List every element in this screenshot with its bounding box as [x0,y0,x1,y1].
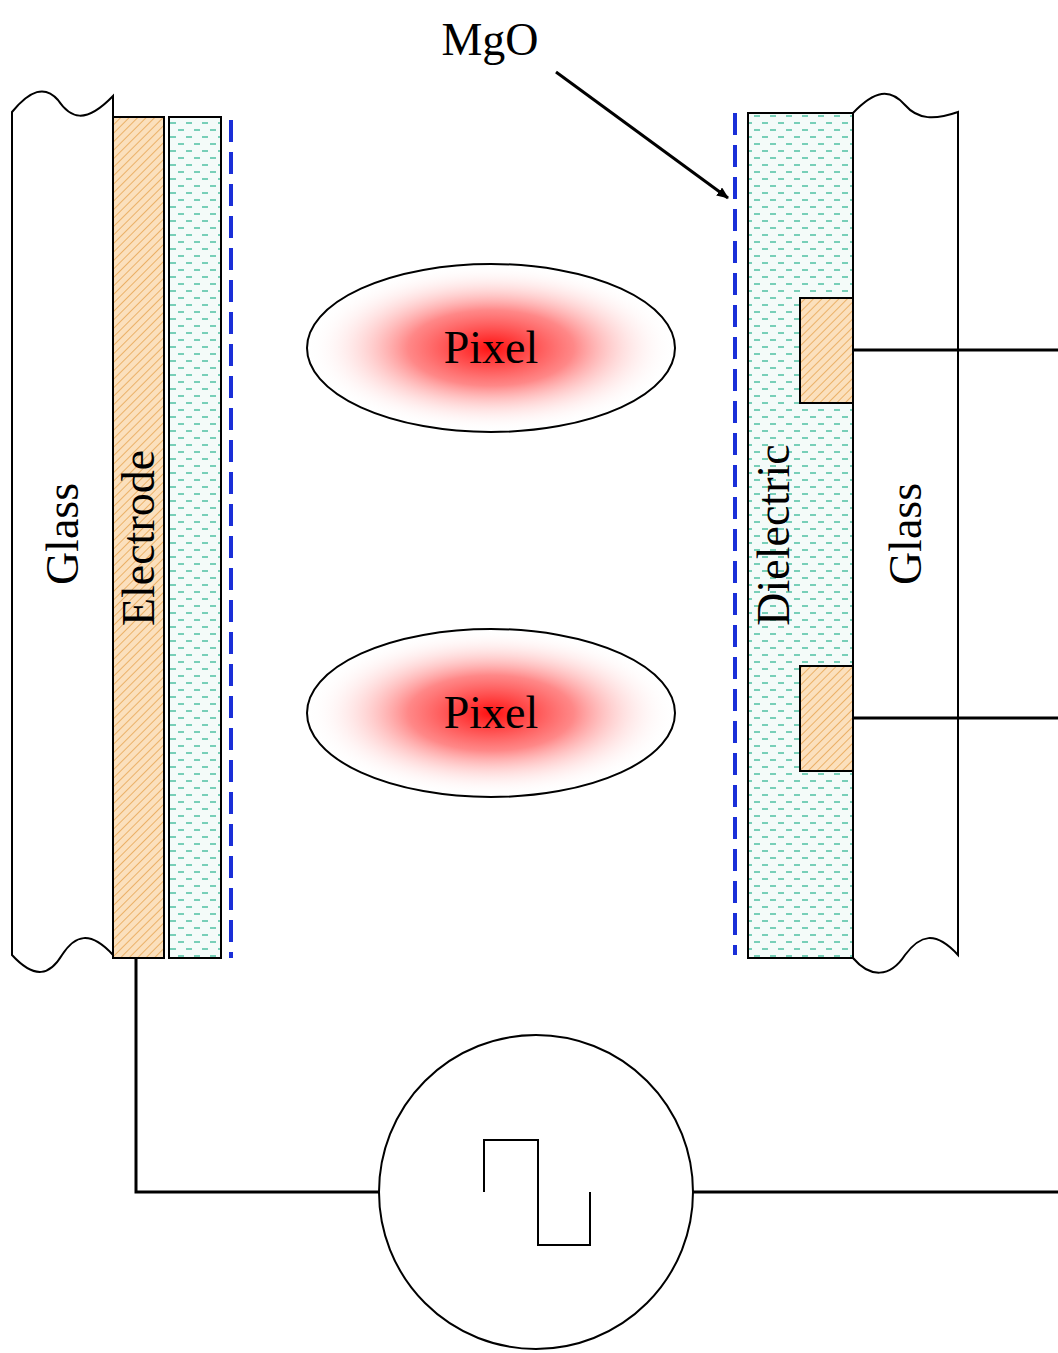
square-wave-symbol [484,1140,590,1245]
electrode-layer [113,117,164,958]
node-label: Glass [40,482,86,584]
dielectric-layer [169,117,221,958]
glass-plate [12,91,113,972]
dielectric-layer: Dielectric [748,403,800,666]
wire [693,1191,1058,1194]
square-wave-source [379,1035,693,1349]
mgo-layer [733,113,737,955]
node-label: Pixel [444,690,539,736]
electrode-layer: Electrode [113,117,164,958]
glass-plate [853,94,958,973]
wire [136,958,379,1192]
electrode-pad [800,298,853,403]
node-label: Glass [883,483,929,585]
wire [853,349,1058,352]
layer-label: MgO [441,17,538,63]
pixel-ellipse: Pixel [306,263,676,433]
glass-plate: Glass [853,113,958,955]
mgo-layer [229,120,233,958]
node-label: Pixel [444,325,539,371]
pixel-ellipse: Pixel [306,628,676,798]
dielectric-layer [748,113,853,958]
leader-arrow [556,72,728,198]
electrode-pad [800,666,853,771]
glass-plate: Glass [12,112,113,955]
node-label: Electrode [116,449,162,625]
node-label: Dielectric [751,444,797,625]
wire [853,717,1058,720]
